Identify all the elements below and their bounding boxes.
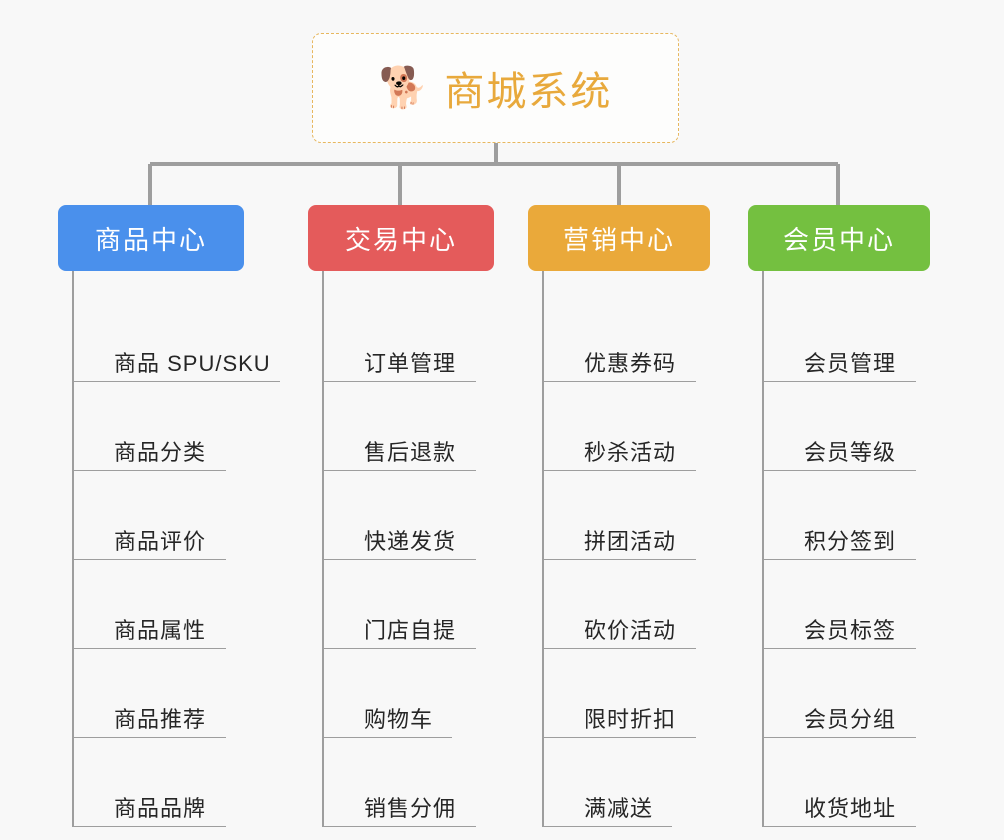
leaf-item[interactable]: 售后退款 (324, 382, 528, 471)
leaf-item[interactable]: 秒杀活动 (544, 382, 748, 471)
leaf-label: 收货地址 (804, 796, 897, 821)
leaf-label: 会员等级 (804, 440, 897, 465)
leaf-item[interactable]: 拼团活动 (544, 471, 748, 560)
leaf-label: 拼团活动 (584, 529, 677, 554)
category-header-0[interactable]: 商品中心 (58, 205, 244, 271)
leaf-label: 销售分佣 (364, 796, 457, 821)
category-header-label: 会员中心 (782, 224, 895, 255)
leaf-label: 商品分类 (114, 440, 207, 465)
leaf-label: 商品品牌 (114, 796, 207, 821)
shiba-dog-icon: 🐕 (378, 66, 429, 110)
leaf-item[interactable]: 优惠券码 (544, 293, 748, 382)
root-node[interactable]: 🐕 商城系统 (312, 33, 679, 143)
leaf-item[interactable]: 商品 SPU/SKU (74, 293, 280, 382)
leaf-label: 优惠券码 (584, 351, 677, 376)
leaf-label: 商品评价 (114, 529, 207, 554)
leaf-item[interactable]: 商品推荐 (74, 649, 278, 738)
leaf-label: 积分签到 (804, 529, 897, 554)
leaf-item[interactable]: 商品属性 (74, 560, 278, 649)
leaf-item[interactable]: 快递发货 (324, 471, 528, 560)
leaf-item[interactable]: 收货地址 (764, 738, 968, 827)
leaf-item[interactable]: 会员等级 (764, 382, 968, 471)
category-header-label: 营销中心 (562, 224, 675, 255)
leaf-list-3: 会员管理 会员等级 积分签到 会员标签 会员分组 收货地址 (762, 271, 968, 827)
category-column-2: 营销中心 优惠券码 秒杀活动 拼团活动 砍价活动 限时折扣 满减送 (528, 205, 748, 827)
category-column-3: 会员中心 会员管理 会员等级 积分签到 会员标签 会员分组 收货地址 (748, 205, 968, 827)
leaf-item[interactable]: 门店自提 (324, 560, 528, 649)
leaf-list-0: 商品 SPU/SKU 商品分类 商品评价 商品属性 商品推荐 商品品牌 (72, 271, 280, 827)
leaf-list-1: 订单管理 售后退款 快递发货 门店自提 购物车 销售分佣 (322, 271, 528, 827)
leaf-label: 门店自提 (364, 618, 457, 643)
leaf-item[interactable]: 积分签到 (764, 471, 968, 560)
leaf-label: 订单管理 (364, 351, 457, 376)
category-header-2[interactable]: 营销中心 (528, 205, 710, 271)
leaf-item[interactable]: 销售分佣 (324, 738, 528, 827)
leaf-label: 会员管理 (804, 351, 897, 376)
leaf-label: 限时折扣 (584, 707, 677, 732)
leaf-label: 会员分组 (804, 707, 897, 732)
leaf-item[interactable]: 砍价活动 (544, 560, 748, 649)
category-header-1[interactable]: 交易中心 (308, 205, 494, 271)
leaf-item[interactable]: 购物车 (324, 649, 528, 738)
category-header-label: 交易中心 (344, 224, 457, 255)
leaf-item[interactable]: 商品评价 (74, 471, 278, 560)
leaf-item[interactable]: 订单管理 (324, 293, 528, 382)
leaf-label: 售后退款 (364, 440, 457, 465)
leaf-label: 秒杀活动 (584, 440, 677, 465)
leaf-item[interactable]: 满减送 (544, 738, 748, 827)
leaf-item[interactable]: 商品品牌 (74, 738, 278, 827)
category-header-label: 商品中心 (94, 224, 207, 255)
leaf-list-2: 优惠券码 秒杀活动 拼团活动 砍价活动 限时折扣 满减送 (542, 271, 748, 827)
leaf-item[interactable]: 限时折扣 (544, 649, 748, 738)
leaf-label: 购物车 (364, 707, 434, 732)
category-column-0: 商品中心 商品 SPU/SKU 商品分类 商品评价 商品属性 商品推荐 商品品牌 (58, 205, 280, 827)
leaf-item[interactable]: 会员标签 (764, 560, 968, 649)
leaf-item[interactable]: 会员分组 (764, 649, 968, 738)
category-header-3[interactable]: 会员中心 (748, 205, 930, 271)
leaf-label: 商品推荐 (114, 707, 207, 732)
leaf-label: 商品属性 (114, 618, 207, 643)
category-column-1: 交易中心 订单管理 售后退款 快递发货 门店自提 购物车 销售分佣 (308, 205, 528, 827)
leaf-item[interactable]: 会员管理 (764, 293, 968, 382)
leaf-item[interactable]: 商品分类 (74, 382, 278, 471)
root-title: 商城系统 (444, 70, 613, 114)
leaf-label: 会员标签 (804, 618, 897, 643)
leaf-label: 满减送 (584, 796, 654, 821)
leaf-label: 商品 SPU/SKU (114, 351, 271, 376)
leaf-label: 砍价活动 (584, 618, 677, 643)
leaf-label: 快递发货 (364, 529, 457, 554)
